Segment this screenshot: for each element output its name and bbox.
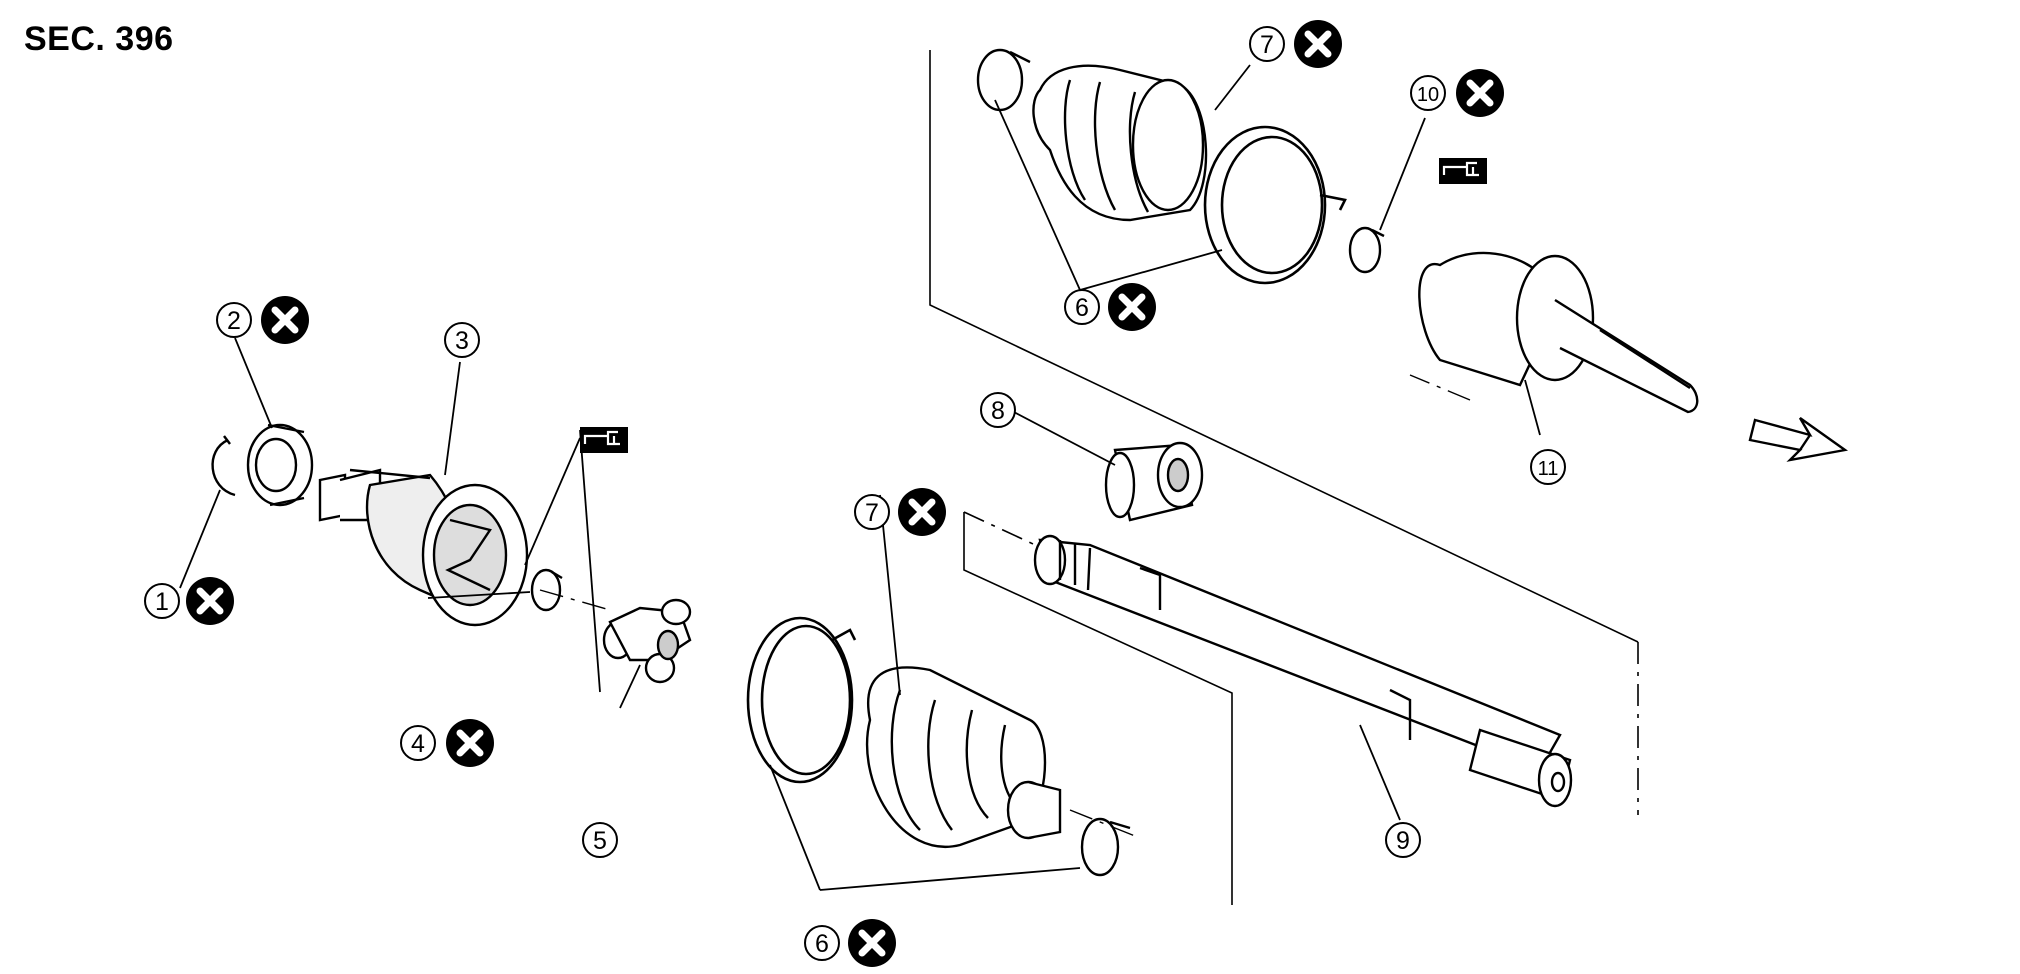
- svg-text:6: 6: [1075, 294, 1089, 322]
- svg-text:1: 1: [155, 588, 169, 616]
- callout-9: 9: [1385, 822, 1421, 858]
- axis-lines: [539, 374, 1471, 839]
- callout-3: 3: [444, 322, 480, 358]
- x-mark-icon: [1456, 69, 1504, 117]
- leader-lines: [179, 64, 1541, 891]
- callout-10: 10: [1410, 75, 1446, 111]
- part-6-lower-boot-band-small: [1080, 817, 1131, 877]
- svg-text:4: 4: [411, 730, 425, 758]
- part-7-upper-boot: [1032, 64, 1208, 222]
- upper-group-box-line: [929, 50, 1639, 643]
- part-6-lower-boot-band-large: [746, 616, 857, 784]
- svg-text:8: 8: [991, 397, 1005, 425]
- x-mark-icon: [848, 919, 896, 967]
- callout-8: 8: [980, 392, 1016, 428]
- x-mark-icon: [1108, 283, 1156, 331]
- callout-1: 1: [144, 583, 180, 619]
- callout-4: 4: [400, 725, 436, 761]
- svg-text:6: 6: [815, 930, 829, 958]
- svg-text:9: 9: [1396, 827, 1410, 855]
- callout-2: 2: [216, 302, 252, 338]
- x-mark-icon: [446, 719, 494, 767]
- svg-text:2: 2: [227, 307, 241, 335]
- part-10-circlip: [1348, 226, 1385, 274]
- part-11-outer-joint: [1418, 251, 1699, 414]
- callout-11: 11: [1530, 449, 1566, 485]
- part-8-damper: [1104, 441, 1204, 522]
- lower-group-box-line: [963, 512, 1233, 905]
- x-mark-icon: [898, 488, 946, 536]
- part-4-snap-ring: [530, 568, 563, 612]
- part-2-bearing: [246, 423, 314, 507]
- part-7-lower-boot: [865, 666, 1062, 848]
- front-arrow-icon: [1748, 417, 1849, 462]
- callout-7-lower: 7: [854, 494, 890, 530]
- svg-text:7: 7: [865, 499, 879, 527]
- part-1-snap-ring: [211, 435, 236, 497]
- part-9-drive-shaft: [1033, 534, 1573, 808]
- x-mark-icon: [261, 296, 309, 344]
- callout-5: 5: [582, 822, 618, 858]
- callout-6-lower: 6: [804, 925, 840, 961]
- grease-gun-icon: [1437, 156, 1489, 186]
- svg-text:10: 10: [1417, 84, 1439, 106]
- section-title: SEC. 396: [24, 20, 174, 58]
- part-6-upper-boot-band-small: [976, 48, 1031, 112]
- grease-gun-icon: [578, 425, 630, 455]
- part-5-spider-assembly: [602, 598, 692, 684]
- part-6-upper-boot-band-large: [1203, 125, 1347, 285]
- svg-text:7: 7: [1260, 31, 1274, 59]
- callout-6-upper: 6: [1064, 289, 1100, 325]
- part-3-joint-housing: [318, 468, 529, 627]
- svg-text:5: 5: [593, 827, 607, 855]
- x-mark-icon: [1294, 20, 1342, 68]
- x-mark-icon: [186, 577, 234, 625]
- svg-text:3: 3: [455, 327, 469, 355]
- callout-7-upper: 7: [1249, 26, 1285, 62]
- svg-text:11: 11: [1538, 458, 1559, 480]
